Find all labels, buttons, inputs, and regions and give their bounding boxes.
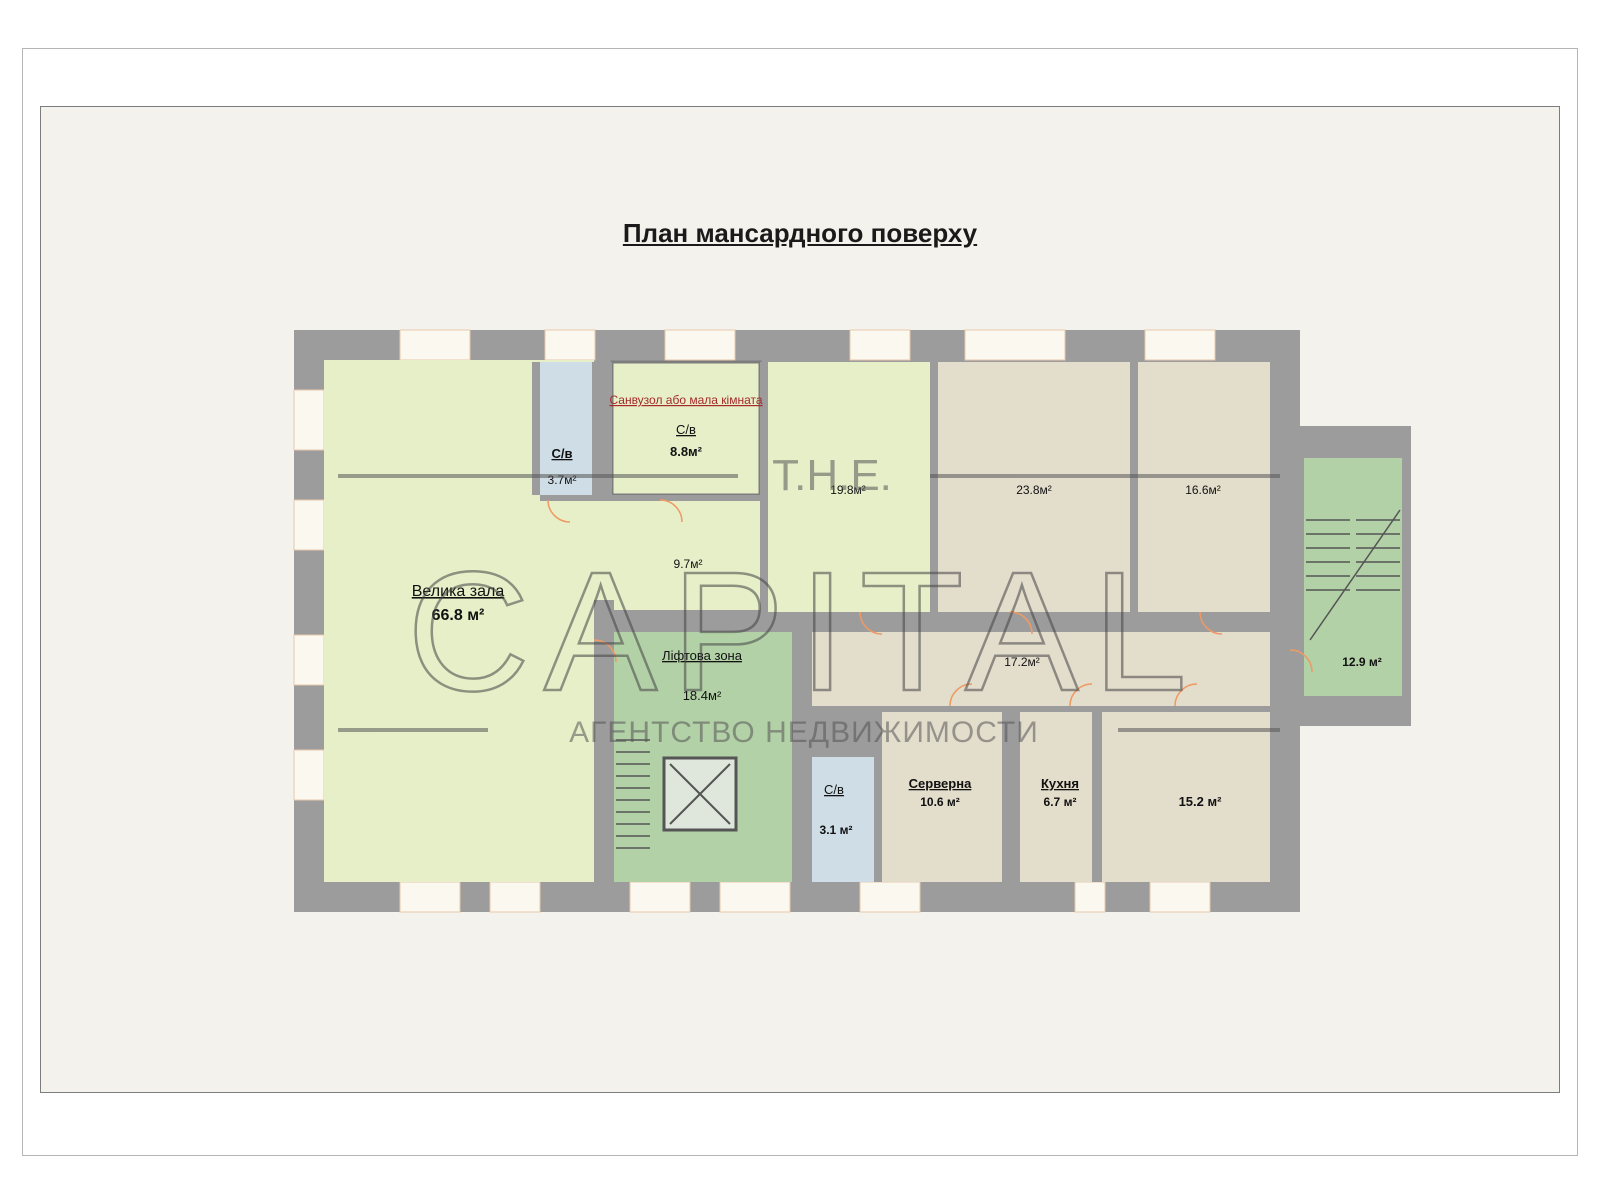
- label-corridor-17-2: 17.2м²: [1004, 655, 1040, 669]
- label-corridor-9-7: 9.7м²: [674, 557, 703, 571]
- label-server-name: Серверна: [909, 776, 972, 791]
- label-kitchen-name: Кухня: [1041, 776, 1079, 791]
- room-wc3-shape: [812, 757, 874, 882]
- watermark-sub: АГЕНТСТВО НЕДВИЖИМОСТИ: [569, 716, 1039, 749]
- stair-treads-wing: [1306, 509, 1401, 641]
- label-wc1-name: С/в: [552, 446, 573, 461]
- label-room-15-2: 15.2 м²: [1179, 794, 1223, 809]
- room-23-8-shape: [938, 362, 1130, 612]
- stair-treads-lift: [616, 739, 650, 849]
- room-kitchen-shape: [1020, 712, 1092, 882]
- label-stair-12-9: 12.9 м²: [1342, 655, 1382, 669]
- label-wc2-area: 8.8м²: [670, 444, 703, 459]
- plan-title: План мансардного поверху: [622, 218, 978, 248]
- watermark-top: T.H.E.: [772, 451, 892, 500]
- label-wc3-area: 3.1 м²: [820, 823, 853, 837]
- label-server-area: 10.6 м²: [920, 795, 960, 809]
- lift-shaft-cross-2: [669, 763, 731, 825]
- label-lift-zone-name: Ліфтова зона: [662, 648, 743, 663]
- room-corridor-upper-shape: [594, 500, 764, 610]
- room-server-shape: [878, 712, 1002, 882]
- label-great-hall-name: Велика зала: [412, 583, 505, 600]
- room-16-6-shape: [1138, 362, 1270, 612]
- label-room-16-6: 16.6м²: [1185, 483, 1221, 497]
- label-room-19-8: 19.8м²: [830, 483, 866, 497]
- room-19-8-shape: [768, 362, 930, 612]
- internal-walls: [532, 362, 1270, 882]
- room-15-2-shape: [1102, 712, 1270, 882]
- label-great-hall-area: 66.8 м²: [432, 607, 485, 624]
- label-wc2-name: С/в: [676, 422, 696, 437]
- room-corridor-17-2-shape: [812, 632, 1270, 706]
- label-room-23-8: 23.8м²: [1016, 483, 1052, 497]
- windows: [293, 329, 1216, 913]
- label-wc2-note: Санвузол або мала кімната: [609, 393, 762, 407]
- room-wc1-shape: [540, 362, 592, 495]
- label-wc3-name: С/в: [824, 782, 844, 797]
- watermark: T.H.E. CAPITAL АГЕНТСТВО НЕДВИЖИМОСТИ: [338, 451, 1280, 749]
- door-swings: [547, 499, 1313, 707]
- label-lift-zone-area: 18.4м²: [683, 688, 722, 703]
- label-kitchen-area: 6.7 м²: [1044, 795, 1077, 809]
- watermark-main: CAPITAL: [407, 537, 1201, 727]
